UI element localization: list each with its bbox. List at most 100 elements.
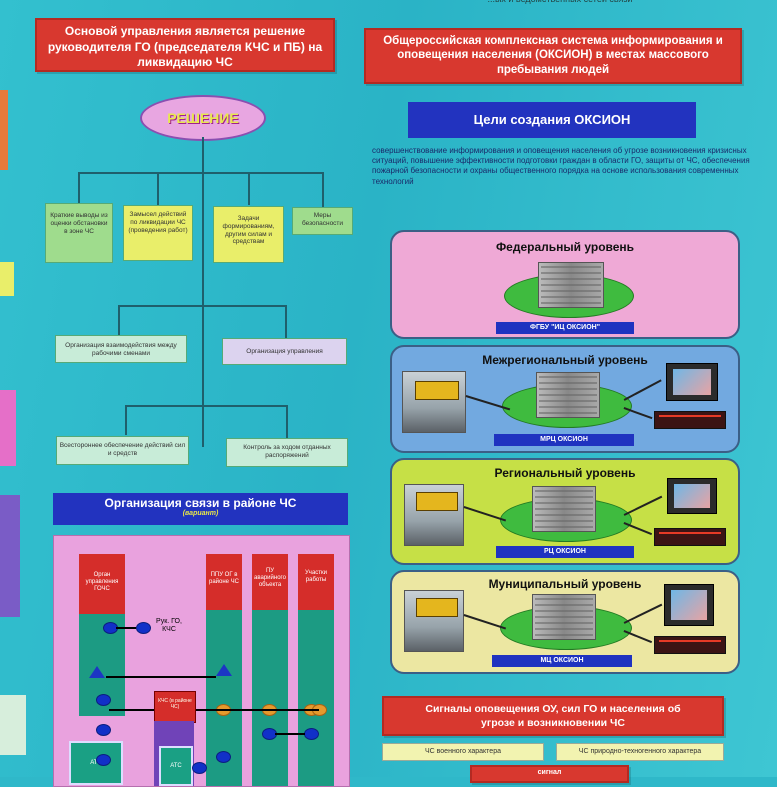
tree-drop-7	[125, 405, 127, 435]
comm-title-text: Организация связи в районе ЧС	[104, 496, 297, 510]
node-dot	[96, 724, 111, 736]
left-edge-box-1	[0, 90, 8, 170]
comm-subtitle: (вариант)	[182, 510, 219, 517]
screen-display	[674, 484, 710, 508]
level-title: Федеральный уровень	[495, 240, 635, 254]
box-conclusions: Краткие выводы из оценки обстановки в зо…	[45, 203, 113, 263]
building-icon	[532, 486, 596, 532]
column-head-3: ПУ аварийного объекта	[252, 554, 288, 610]
tree-drop-8	[286, 405, 288, 438]
ats-label: АТС	[90, 760, 102, 766]
arrow-line	[623, 630, 653, 643]
link-line	[109, 709, 319, 711]
arrow-line	[623, 495, 663, 516]
ats-box-2: АТС	[159, 746, 193, 786]
tree-drop-5	[118, 305, 120, 335]
node-dot	[192, 762, 207, 774]
comm-diagram: Орган управления ГОЧС ППУ ОГ в районе ЧС…	[53, 535, 350, 787]
node-dot	[304, 728, 319, 740]
arrow-line	[623, 603, 663, 624]
level-title: Муниципальный уровень	[488, 577, 642, 591]
antenna-icon	[89, 666, 105, 678]
level-tag: ФГБУ "ИЦ ОКСИОН"	[496, 322, 634, 334]
small-red-box: КЧС (в районе ЧС)	[154, 691, 196, 723]
level-title: Региональный уровень	[494, 466, 636, 480]
oksion-system-title: Общероссийская комплексная система инфор…	[364, 28, 742, 84]
link-line	[275, 733, 305, 735]
screen-icon	[667, 478, 717, 514]
signals-title: Сигналы оповещения ОУ, сил ГО и населени…	[382, 696, 724, 736]
column-body-4	[298, 606, 334, 786]
box-concept: Замысел действий по ликвидации ЧС (прове…	[123, 205, 193, 261]
goals-text: совершенствование информирования и опове…	[372, 146, 750, 186]
level-federal: Федеральный уровень ФГБУ "ИЦ ОКСИОН"	[390, 230, 740, 339]
left-edge-box-3	[0, 390, 16, 466]
level-interregional: Межрегиональный уровень МРЦ ОКСИОН	[390, 345, 740, 453]
tree-trunk	[202, 137, 204, 447]
node-dot	[136, 622, 151, 634]
billboard-icon	[416, 492, 458, 511]
box-safety: Меры безопасности	[292, 207, 353, 235]
screen-display	[673, 369, 711, 395]
decision-title: Основой управления является решение руко…	[35, 18, 335, 72]
node-dot	[96, 694, 111, 706]
link-line	[116, 627, 136, 629]
arrow-line	[623, 522, 653, 535]
link-line	[106, 676, 216, 678]
tree-drop-1	[78, 172, 80, 205]
screen-icon	[664, 584, 714, 626]
level-title: Межрегиональный уровень	[482, 353, 648, 367]
tree-drop-4	[322, 172, 324, 207]
arrow-line	[463, 506, 507, 522]
building-icon	[538, 262, 604, 308]
ruk-label: Рук. ГО, КЧС	[156, 618, 182, 633]
node-dot	[96, 754, 111, 766]
led-strip-icon	[654, 528, 726, 546]
box-interaction: Организация взаимодействия между рабочим…	[55, 335, 187, 363]
box-tasks: Задачи формированиям, другим силам и сре…	[213, 206, 284, 263]
ats-box-1: АТС	[69, 741, 123, 785]
tree-drop-2	[157, 172, 159, 205]
box-control: Контроль за ходом отданных распоряжений	[226, 438, 348, 467]
column-body-3	[252, 606, 288, 786]
building-icon	[536, 372, 600, 418]
led-strip-icon	[654, 636, 726, 654]
top-strip-text: ...ых и ведомственных сетей связи	[360, 0, 760, 8]
column-head-4: Участки работы	[298, 554, 334, 610]
tree-branch-3	[125, 405, 287, 407]
building-icon	[532, 594, 596, 640]
signal-bottom: сигнал	[470, 765, 629, 783]
comm-title: Организация связи в районе ЧС (вариант)	[53, 493, 348, 525]
level-regional: Региональный уровень РЦ ОКСИОН	[390, 458, 740, 565]
tree-branch-2	[118, 305, 286, 307]
small-red-box-label: КЧС (в районе ЧС)	[158, 698, 192, 710]
left-edge-box-2	[0, 262, 14, 296]
left-edge-box-4	[0, 495, 20, 617]
goals-title: Цели создания ОКСИОН	[408, 102, 696, 138]
column-head-1: Орган управления ГОЧС	[79, 554, 125, 614]
billboard-icon	[416, 598, 458, 617]
billboard-icon	[415, 381, 459, 400]
level-tag: МЦ ОКСИОН	[492, 655, 632, 667]
tree-drop-3	[248, 172, 250, 205]
arrow-line	[463, 614, 507, 630]
antenna-icon	[216, 664, 232, 676]
column-head-2: ППУ ОГ в районе ЧС	[206, 554, 242, 610]
signal-box-natural: ЧС природно-техногенного характера	[556, 743, 724, 761]
box-management: Организация управления	[222, 338, 347, 365]
tree-drop-6	[285, 305, 287, 338]
screen-display	[671, 590, 707, 620]
node-dot	[216, 751, 231, 763]
signal-box-military: ЧС военного характера	[382, 743, 544, 761]
level-municipal: Муниципальный уровень МЦ ОКСИОН	[390, 570, 740, 674]
decision-label: РЕШЕНИЕ	[167, 110, 239, 126]
screen-icon	[666, 363, 718, 401]
box-support: Всестороннее обеспечение действий сил и …	[56, 436, 189, 465]
level-tag: РЦ ОКСИОН	[496, 546, 634, 558]
tree-branch-1	[78, 172, 323, 174]
led-strip-icon	[654, 411, 726, 429]
level-tag: МРЦ ОКСИОН	[494, 434, 634, 446]
decision-ellipse: РЕШЕНИЕ	[140, 95, 266, 141]
left-edge-box-5	[0, 695, 26, 755]
